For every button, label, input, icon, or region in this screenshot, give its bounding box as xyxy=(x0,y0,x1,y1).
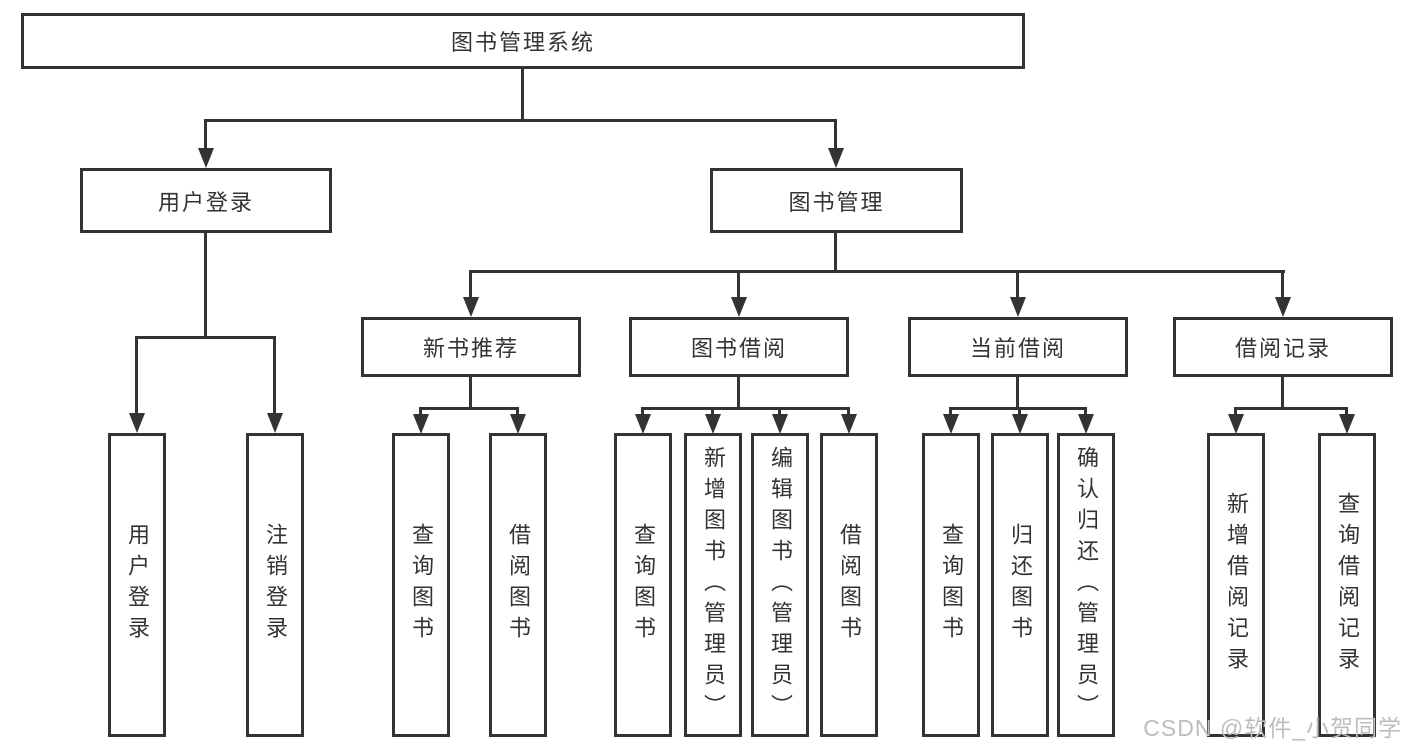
connector-line xyxy=(1016,377,1019,409)
arrow-down-icon xyxy=(731,297,747,317)
connector-line xyxy=(419,407,422,419)
arrow-down-icon xyxy=(1078,414,1094,434)
arrow-down-icon xyxy=(510,414,526,434)
arrow-down-icon xyxy=(772,414,788,434)
connector-line xyxy=(135,336,276,339)
node-book-management: 图书管理 xyxy=(710,168,963,233)
arrow-down-icon xyxy=(1012,414,1028,434)
connector-line xyxy=(1281,270,1284,298)
leaf-query-books: 查询图书 xyxy=(392,433,450,737)
csdn-watermark: CSDN @软件_小贺同学 xyxy=(1143,715,1402,741)
connector-line xyxy=(1018,407,1021,419)
leaf-add-borrowing-record: 新增借阅记录 xyxy=(1207,433,1265,737)
connector-line xyxy=(834,119,837,150)
node-new-book-recommendation: 新书推荐 xyxy=(361,317,581,377)
arrow-down-icon xyxy=(267,413,283,433)
leaf-edit-books-admin: 编辑图书（管理员） xyxy=(751,433,809,737)
arrow-down-icon xyxy=(705,414,721,434)
arrow-down-icon xyxy=(943,414,959,434)
connector-line xyxy=(204,119,837,122)
connector-line xyxy=(469,270,472,298)
arrow-down-icon xyxy=(1010,297,1026,317)
leaf-return-books: 归还图书 xyxy=(991,433,1049,737)
arrow-down-icon xyxy=(1339,414,1355,434)
arrow-down-icon xyxy=(828,148,844,168)
connector-line xyxy=(711,407,714,419)
arrow-down-icon xyxy=(129,413,145,433)
arrow-down-icon xyxy=(413,414,429,434)
node-user-login: 用户登录 xyxy=(80,168,332,233)
connector-line xyxy=(469,377,472,409)
node-borrowing-records: 借阅记录 xyxy=(1173,317,1393,377)
connector-line xyxy=(516,407,519,419)
node-library-management-system: 图书管理系统 xyxy=(21,13,1025,69)
connector-line xyxy=(641,407,644,419)
connector-line xyxy=(135,336,138,416)
connector-line xyxy=(949,407,952,419)
arrow-down-icon xyxy=(841,414,857,434)
arrow-down-icon xyxy=(1228,414,1244,434)
leaf-add-books-admin: 新增图书（管理员） xyxy=(684,433,742,737)
node-book-borrowing: 图书借阅 xyxy=(629,317,849,377)
arrow-down-icon xyxy=(635,414,651,434)
connector-line xyxy=(419,407,519,410)
connector-line xyxy=(204,233,207,338)
connector-line xyxy=(1281,377,1284,409)
connector-line xyxy=(847,407,850,419)
leaf-borrow-books: 借阅图书 xyxy=(820,433,878,737)
leaf-borrow-books: 借阅图书 xyxy=(489,433,547,737)
connector-line xyxy=(273,336,276,416)
leaf-user-login: 用户登录 xyxy=(108,433,166,737)
connector-line xyxy=(778,407,781,419)
leaf-query-borrowing-record: 查询借阅记录 xyxy=(1318,433,1376,737)
connector-line xyxy=(1084,407,1087,419)
connector-line xyxy=(521,69,524,122)
arrow-down-icon xyxy=(1275,297,1291,317)
connector-line xyxy=(204,119,207,150)
arrow-down-icon xyxy=(198,148,214,168)
connector-line xyxy=(737,270,740,298)
leaf-confirm-return-admin: 确认归还（管理员） xyxy=(1057,433,1115,737)
connector-line xyxy=(1234,407,1237,419)
connector-line xyxy=(834,233,837,272)
leaf-logout: 注销登录 xyxy=(246,433,304,737)
connector-line xyxy=(737,377,740,409)
leaf-query-books: 查询图书 xyxy=(614,433,672,737)
node-current-borrowing: 当前借阅 xyxy=(908,317,1128,377)
connector-line xyxy=(469,270,1285,273)
leaf-query-books: 查询图书 xyxy=(922,433,980,737)
connector-line xyxy=(1234,407,1348,410)
arrow-down-icon xyxy=(463,297,479,317)
connector-line xyxy=(1345,407,1348,419)
connector-line xyxy=(1016,270,1019,298)
connector-line xyxy=(641,407,850,410)
